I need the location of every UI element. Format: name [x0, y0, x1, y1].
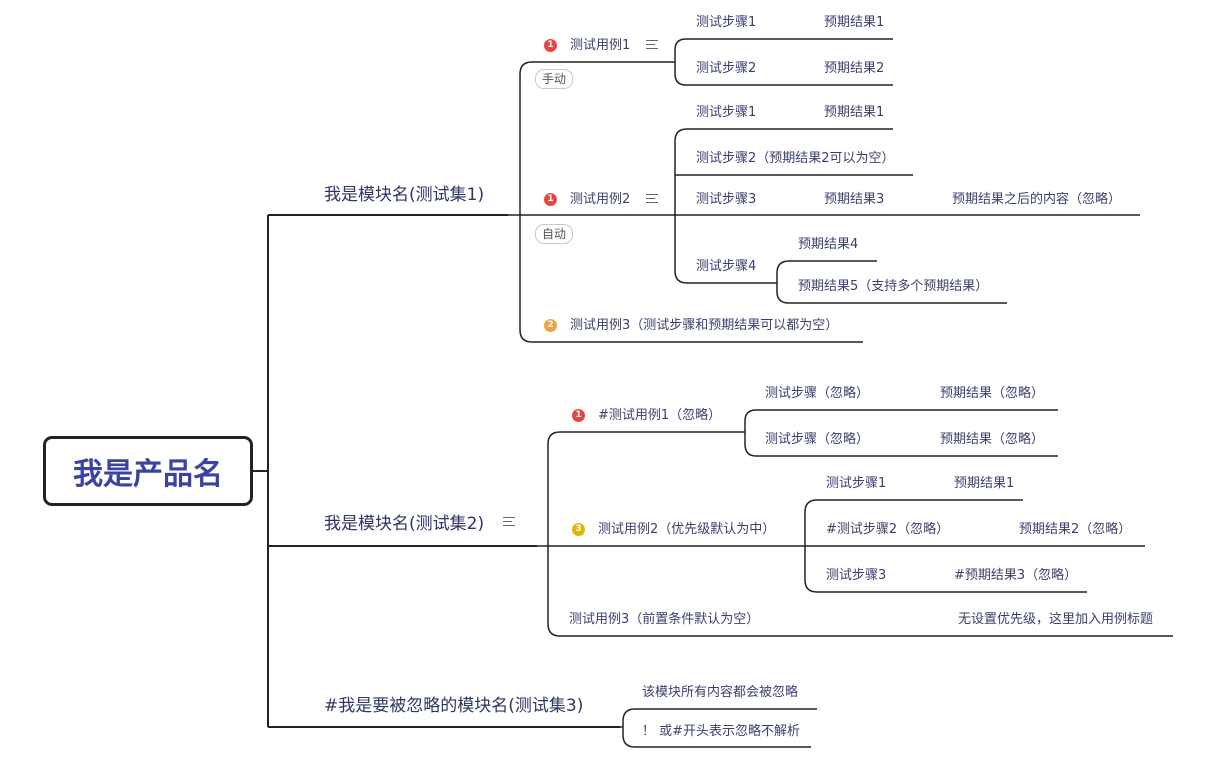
module-1-title[interactable]: 我是模块名(测试集1) [324, 185, 485, 205]
expected-result[interactable]: 预期结果4 [798, 237, 859, 252]
label-tag[interactable]: 手动 [535, 69, 574, 89]
expected-result[interactable]: 预期结果5（支持多个预期结果） [798, 279, 989, 294]
priority-2-icon: 2 [544, 319, 557, 332]
expected-result[interactable]: 预期结果3 [824, 192, 885, 207]
step[interactable]: 测试步骤（忽略） [765, 386, 870, 401]
case-title[interactable]: #测试用例1（忽略） [598, 408, 722, 423]
step[interactable]: 测试步骤1 [826, 476, 887, 491]
expected-result[interactable]: 预期结果1 [824, 105, 885, 120]
step[interactable]: 测试步骤3 [826, 568, 887, 583]
step[interactable]: 测试步骤（忽略） [765, 432, 870, 447]
module-2-title[interactable]: 我是模块名(测试集2) [324, 514, 485, 534]
step[interactable]: 测试步骤1 [696, 15, 757, 30]
expected-result[interactable]: 预期结果2 [824, 61, 885, 76]
case-title[interactable]: 测试用例2 [570, 192, 631, 207]
expected-result[interactable]: 预期结果1 [954, 476, 1015, 491]
priority-1-icon: 1 [544, 193, 557, 206]
step[interactable]: 测试步骤3 [696, 192, 757, 207]
ignored-note[interactable]: ！ 或#开头表示忽略不解析 [642, 724, 801, 739]
case-title[interactable]: 测试用例3（测试步骤和预期结果可以都为空） [570, 318, 839, 333]
step[interactable]: 测试步骤1 [696, 105, 757, 120]
step[interactable]: 测试步骤4 [696, 259, 757, 274]
ignored-note[interactable]: 该模块所有内容都会被忽略 [642, 685, 799, 700]
notes-icon[interactable] [646, 194, 658, 203]
label-tag[interactable]: 自动 [535, 224, 574, 244]
case-title[interactable]: 测试用例1 [570, 38, 631, 53]
expected-result[interactable]: 预期结果（忽略） [940, 386, 1045, 401]
priority-1-icon: 1 [572, 409, 585, 422]
extra-content[interactable]: 预期结果之后的内容（忽略） [952, 192, 1122, 207]
root-topic[interactable]: 我是产品名 [43, 436, 253, 506]
notes-icon[interactable] [503, 517, 515, 526]
step[interactable]: 测试步骤2 [696, 61, 757, 76]
expected-result[interactable]: #预期结果3（忽略） [954, 568, 1078, 583]
expected-result[interactable]: 预期结果1 [824, 15, 885, 30]
step[interactable]: #测试步骤2（忽略） [826, 522, 950, 537]
module-3-title[interactable]: #我是要被忽略的模块名(测试集3) [324, 696, 584, 716]
notes-icon[interactable] [646, 40, 658, 49]
case-child[interactable]: 无设置优先级，这里加入用例标题 [958, 612, 1154, 627]
priority-1-icon: 1 [544, 39, 557, 52]
step[interactable]: 测试步骤2（预期结果2可以为空） [696, 151, 895, 166]
expected-result[interactable]: 预期结果2（忽略） [1019, 522, 1132, 537]
case-title[interactable]: 测试用例3（前置条件默认为空） [569, 612, 760, 627]
case-title[interactable]: 测试用例2（优先级默认为中） [598, 522, 776, 537]
expected-result[interactable]: 预期结果（忽略） [940, 432, 1045, 447]
priority-3-icon: 3 [572, 523, 585, 536]
